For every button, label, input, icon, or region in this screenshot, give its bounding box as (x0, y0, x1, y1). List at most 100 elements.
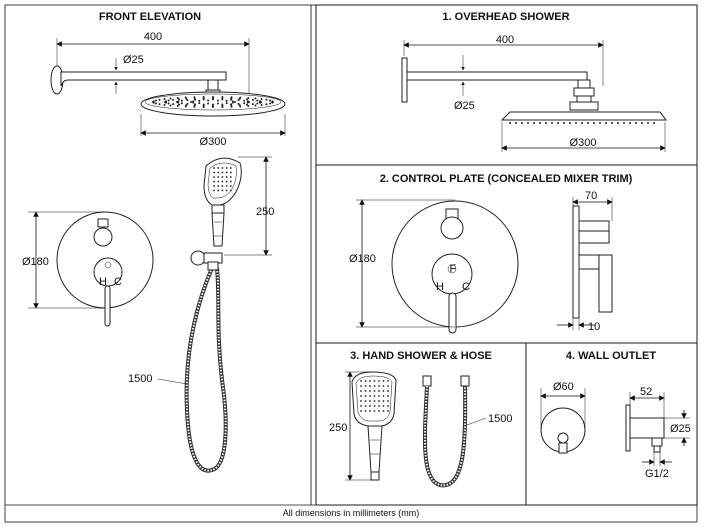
nozzle-dot (225, 180, 228, 183)
nozzle-dot (216, 102, 219, 105)
overhead-head-dia-label: Ø300 (570, 137, 597, 149)
nozzle-dot (178, 103, 181, 106)
trim-depth-label: 70 (585, 190, 597, 202)
nozzle-dot (202, 98, 205, 101)
nozzle-dot (360, 385, 362, 387)
nozzle-dot (217, 180, 220, 183)
nozzle-dot (382, 405, 385, 407)
nozzle-dot (251, 98, 254, 101)
nozzle-dot (593, 122, 595, 124)
nozzle-dot (178, 98, 181, 101)
wall-outlet-panel-frame (525, 342, 698, 506)
nozzle-dot (246, 100, 249, 103)
nozzle-dot (369, 405, 371, 407)
nozzle-dot (653, 122, 655, 124)
nozzle-dot (180, 102, 183, 105)
nozzle-dot (563, 122, 565, 124)
nozzle-dot (229, 180, 232, 183)
nozzle-dot (221, 180, 224, 183)
overhead-arm-length-label: 400 (496, 34, 514, 46)
nozzle-dot (192, 100, 195, 103)
nozzle-dot (569, 122, 571, 124)
nozzle-dot (247, 96, 250, 99)
nozzle-dot (373, 405, 376, 407)
nozzle-dot (180, 99, 183, 102)
hand-shower-title: 3. HAND SHOWER & HOSE (350, 350, 492, 362)
hand-shower-drawing (351, 371, 397, 481)
nozzle-dot (369, 385, 371, 387)
nozzle-dot (269, 99, 272, 102)
nozzle-dot (382, 410, 385, 412)
nozzle-dot (247, 105, 250, 108)
nozzle-dot (238, 97, 241, 100)
nozzle-dot (251, 103, 254, 106)
nozzle-dot (186, 102, 189, 105)
nozzle-dot (387, 380, 389, 382)
nozzle-dot (369, 410, 371, 412)
front-handset (203, 157, 242, 247)
nozzle-dot (369, 395, 371, 397)
front-arm-dia-label: Ø25 (123, 54, 144, 66)
nozzle-dot (364, 390, 367, 392)
nozzle-dot (533, 122, 535, 124)
outlet-dia-label: Ø60 (553, 381, 574, 393)
nozzle-dot (237, 99, 240, 102)
nozzle-dot (364, 380, 367, 382)
nozzle-dot (229, 189, 232, 192)
control-plate-side-view (572, 205, 613, 319)
wall-outlet-title: 4. WALL OUTLET (566, 350, 657, 362)
nozzle-dot (221, 167, 224, 169)
nozzle-dot (167, 102, 170, 105)
nozzle-dot (260, 103, 263, 106)
nozzle-dot (172, 98, 175, 101)
nozzle-dot (378, 380, 380, 382)
nozzle-dot (217, 167, 220, 169)
nozzle-dot (207, 102, 210, 105)
nozzle-dot (364, 410, 367, 412)
nozzle-dot (271, 100, 274, 103)
nozzle-dot (360, 390, 362, 392)
nozzle-dot (243, 102, 246, 105)
nozzle-dot (259, 101, 262, 104)
nozzle-dot (382, 385, 385, 387)
nozzle-dot (230, 98, 232, 101)
front-shower-arm-assembly: 400 Ø25 (50, 31, 286, 117)
nozzle-dot (169, 104, 172, 107)
plate-hot-label: H (436, 281, 444, 293)
hand-shower-nozzles (360, 380, 389, 412)
nozzle-dot (163, 103, 166, 106)
nozzle-dot (176, 96, 179, 99)
overhead-arm-dia-label: Ø25 (454, 100, 475, 112)
overhead-head-nozzles (509, 122, 655, 124)
nozzle-dot (213, 185, 215, 187)
nozzle-dot (605, 122, 607, 124)
nozzle-dot (221, 171, 224, 174)
nozzle-dot (154, 99, 157, 102)
nozzle-dot (225, 99, 228, 102)
nozzle-dot (221, 98, 224, 101)
nozzle-dot (158, 98, 161, 101)
nozzle-dot (256, 102, 259, 105)
overhead-panel-frame (315, 4, 698, 166)
plate-cold-label: C (462, 281, 470, 293)
nozzle-dot (190, 101, 192, 103)
nozzle-dot (254, 104, 257, 107)
nozzle-dot (154, 102, 157, 105)
nozzle-dot (575, 122, 577, 124)
nozzle-dot (364, 395, 367, 397)
nozzle-dot (213, 180, 215, 183)
plate-logo-mark: F (450, 263, 457, 275)
nozzle-dot (225, 176, 228, 178)
nozzle-dot (198, 102, 201, 105)
control-plate-front-view: F H C (391, 200, 519, 334)
hand-shower-height-label: 250 (329, 422, 347, 434)
nozzle-dot (164, 100, 167, 103)
nozzle-dot (369, 400, 371, 402)
nozzle-dot (259, 100, 262, 103)
nozzle-dot (378, 385, 380, 387)
nozzle-dot (217, 171, 220, 174)
nozzle-dot (185, 104, 188, 107)
nozzle-dot (360, 400, 362, 402)
nozzle-dot (369, 390, 371, 392)
